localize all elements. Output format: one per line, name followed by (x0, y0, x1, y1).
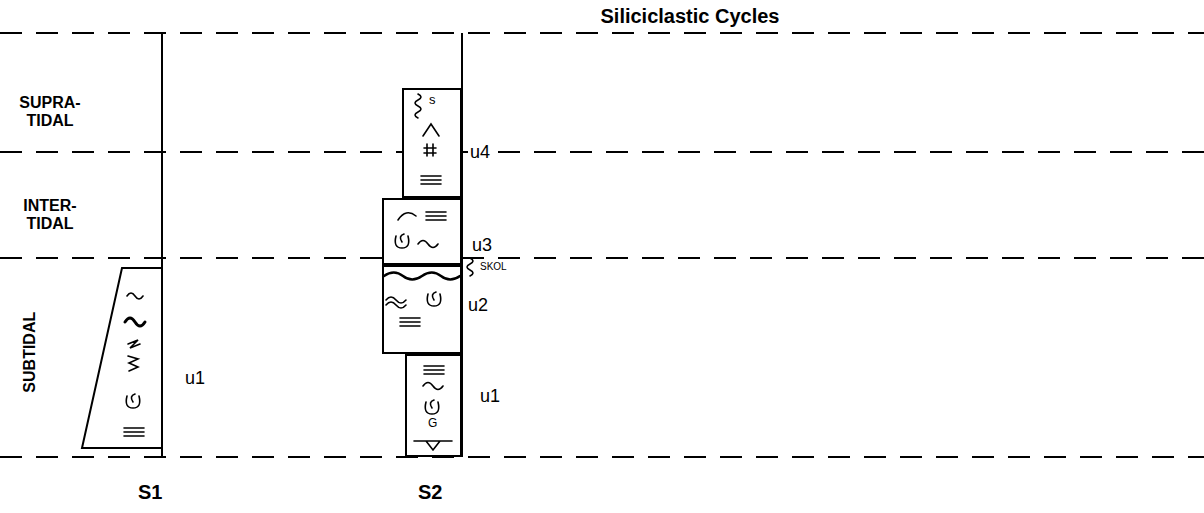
zone-boundary (0, 456, 1204, 458)
facies-symbol (386, 297, 406, 308)
zone-label: SUPRA- TIDAL (8, 94, 92, 131)
facies-symbol (423, 124, 439, 136)
zone-label: INTER- TIDAL (8, 197, 92, 234)
symbol-label: SKOL (480, 261, 507, 273)
trapezoid-outline (82, 268, 162, 457)
column-axis (162, 33, 462, 457)
facies-symbol (395, 234, 409, 248)
unit-label: u3 (470, 235, 494, 256)
facies-symbol (427, 292, 441, 306)
facies-symbol (415, 94, 421, 118)
unit-box: Gu1 (405, 354, 462, 457)
zone-boundary (0, 151, 1204, 153)
trapezoid-outline (82, 268, 162, 448)
unit-box: SKOLu2 (382, 265, 462, 354)
zone-label: SUBTIDAL (21, 312, 39, 393)
unit-label: u1 (185, 368, 205, 389)
facies-symbol (384, 273, 460, 280)
column-label: S1 (138, 481, 162, 504)
facies-symbol (398, 213, 416, 220)
facies-symbol (400, 318, 420, 326)
unit-box: su4 (402, 88, 462, 198)
unit-label: u4 (468, 142, 492, 163)
facies-symbol (424, 144, 436, 156)
facies-symbol (421, 176, 441, 184)
unit-label: u2 (468, 295, 488, 316)
facies-symbol (125, 318, 145, 326)
facies-symbol (426, 212, 446, 220)
symbol-letter: s (429, 93, 436, 108)
facies-symbol (124, 428, 144, 436)
facies-symbol (124, 94, 473, 450)
unit-box: u3 (382, 198, 462, 265)
facies-symbol (128, 356, 138, 371)
facies-symbol (126, 394, 140, 408)
facies-symbol (127, 293, 143, 299)
facies-symbol (418, 241, 438, 248)
diagram-title: Siliciclastic Cycles (600, 5, 779, 28)
unit-label: u1 (480, 386, 500, 407)
facies-symbol (414, 441, 452, 450)
unit-trapezoid: u1 (82, 268, 162, 457)
facies-symbol (128, 340, 140, 348)
facies-symbol (424, 366, 444, 374)
symbol-letter: G (428, 417, 437, 431)
zone-boundary (0, 33, 1204, 457)
zone-boundary (0, 32, 1204, 34)
facies-symbol (425, 400, 439, 414)
column-label: S2 (418, 481, 442, 504)
zone-boundary (0, 257, 1204, 259)
facies-symbol (467, 258, 473, 276)
facies-symbol (423, 383, 443, 390)
